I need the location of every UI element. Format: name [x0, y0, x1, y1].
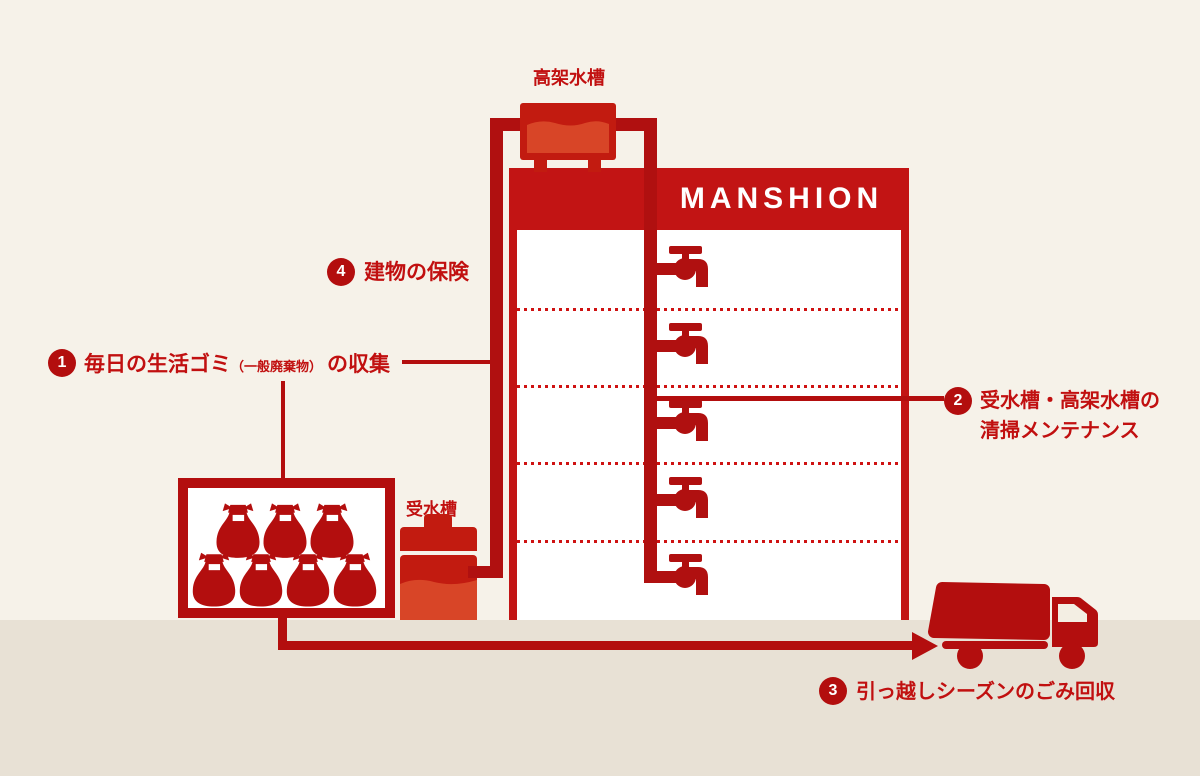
annotation3-number-badge: 3	[819, 677, 847, 705]
faucet-icon	[650, 400, 708, 441]
annotation4-text: 建物の保険	[364, 261, 469, 284]
building-roof-band	[509, 168, 909, 230]
annotation1-text-tail: の収集	[327, 353, 391, 376]
annotation1-number-badge: 1	[48, 349, 76, 377]
annotation2-connector-line	[655, 396, 944, 401]
annotation2-text-line1: 受水槽・高架水槽の	[980, 390, 1160, 412]
garbage-bag-icon	[239, 552, 283, 607]
elevated-tank-label: 高架水槽	[533, 68, 605, 88]
floor-divider	[517, 462, 901, 465]
flow-arrow-right-icon	[278, 616, 287, 646]
water-icon	[527, 121, 609, 153]
garbage-bag-icon	[333, 552, 377, 607]
garbage-truck-icon	[928, 582, 1098, 669]
faucet-icon	[650, 477, 708, 518]
annotation1-text: 毎日の生活ゴミ（一般廃棄物） の収集	[84, 352, 390, 380]
faucet-icon	[650, 246, 708, 287]
receiving-tank-cap	[424, 514, 452, 530]
receiving-tank-body	[400, 555, 477, 620]
faucet-icon	[650, 323, 708, 364]
garbage-bag-icon	[192, 552, 236, 607]
annotation2-number-badge: 2	[944, 387, 972, 415]
garbage-storage-box	[178, 478, 395, 618]
annotation2-text: 受水槽・高架水槽の 清掃メンテナンス	[980, 386, 1160, 446]
building-right-wall	[901, 168, 909, 620]
floor-divider	[517, 385, 901, 388]
faucet-icon	[650, 554, 708, 595]
annotation3-text: 引っ越しシーズンのごみ回収	[856, 681, 1115, 703]
annotation4-number-badge: 4	[327, 258, 355, 286]
flow-arrow-right-icon	[278, 641, 914, 650]
receiving-tank-lid	[400, 527, 477, 551]
garbage-bag-icon	[263, 503, 307, 558]
building-interior	[517, 230, 901, 620]
annotation1-connector-line	[402, 360, 494, 364]
garbage-bag-icon	[310, 503, 354, 558]
annotation1-text-small: （一般廃棄物）	[231, 359, 323, 374]
elevated-tank-leg	[534, 158, 547, 172]
floor-divider	[517, 308, 901, 311]
water-icon	[400, 579, 477, 620]
building-sign: MANSHION	[679, 182, 884, 215]
garbage-bag-icon	[286, 552, 330, 607]
garbage-bag-icon	[216, 503, 260, 558]
elevated-tank-leg	[588, 158, 601, 172]
annotation1-connector-line	[281, 381, 285, 478]
truck-window	[1058, 604, 1087, 622]
annotation2-text-line2: 清掃メンテナンス	[980, 420, 1140, 442]
pipe-segment	[468, 566, 503, 578]
building-left-wall	[509, 168, 517, 620]
pipe-segment	[490, 118, 503, 578]
floor-divider	[517, 540, 901, 543]
elevated-tank-body	[520, 103, 616, 160]
annotation1-text-main: 毎日の生活ゴミ	[84, 353, 231, 376]
